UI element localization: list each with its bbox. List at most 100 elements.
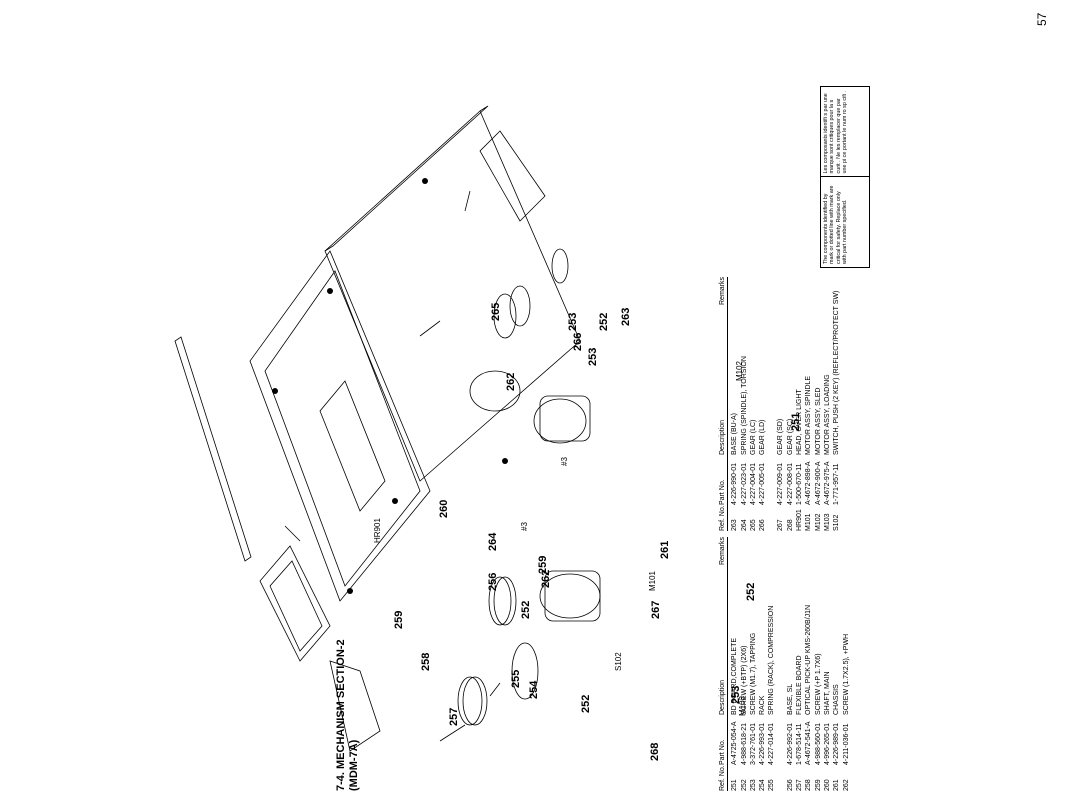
parts-cell-desc: OPTICAL PICK-UP KMS-260B/J1N [805, 604, 813, 715]
parts-cell-desc: MOTOR ASSY, LOADING [823, 374, 831, 455]
parts-list-right: Ref. No. Part No. Description Remarks 26… [718, 276, 842, 531]
parts-row: 256 4-226-992-01 BASE, SL [786, 537, 795, 791]
parts-cell-part: 4-227-014-01 [768, 722, 776, 765]
parts-cell-ref: 267 [777, 519, 785, 531]
parts-cell-part: 4-211-036-01 [842, 723, 850, 765]
header-remarks: Remarks [719, 536, 726, 565]
parts-cell-ref: 251 [731, 779, 739, 791]
parts-cell-desc: SCREW (+BTP) (2X6) [740, 645, 748, 715]
callout-268: 268 [649, 742, 661, 761]
parts-cell-ref: 253 [749, 779, 757, 791]
callout-252-a: 252 [580, 694, 592, 713]
callout-255: 255 [510, 669, 522, 688]
parts-cell-ref: 268 [786, 519, 794, 531]
parts-cell-ref: 260 [823, 779, 831, 791]
callout-258: 258 [420, 652, 432, 671]
parts-cell-part: 4-226-992-01 [786, 722, 794, 765]
safety-notice-fr: Les composants identifi s par une marque… [821, 87, 869, 178]
parts-cell-ref: M101 [805, 513, 813, 531]
parts-cell-desc: HEAD, OVER LIGHT [796, 389, 804, 455]
parts-cell-part: 1-771-957-11 [833, 463, 841, 505]
callout-256: 256 [487, 572, 499, 591]
callout-254: 254 [528, 680, 540, 699]
parts-cell-part: 4-226-990-01 [731, 462, 739, 505]
callout-265: 265 [490, 302, 502, 321]
parts-cell-ref: 259 [814, 779, 822, 791]
parts-cell-desc: GEAR (SC) [786, 418, 794, 455]
parts-row: S102 1-771-957-11 SWITCH, PUSH (2 KEY) (RE… [832, 277, 841, 531]
parts-cell-ref: 258 [805, 779, 813, 791]
parts-row: 261 4-226-989-01 CHASSIS [832, 537, 841, 791]
parts-cell-desc: SPRING (SPINDLE), TORSION [740, 356, 748, 455]
parts-cell-ref: 261 [833, 779, 841, 791]
parts-list-header: Ref. No. Part No. Description Remarks [718, 536, 729, 791]
parts-row: 268 4-227-008-01 GEAR (SC) [786, 277, 795, 531]
parts-cell-part: 4-227-004-01 [749, 462, 757, 505]
safety-notice-en: The components identified by mark or dot… [823, 185, 849, 265]
mechanism-drawing [174, 105, 601, 752]
parts-cell-part: 4-988-560-01 [814, 722, 822, 765]
header-desc: Description [719, 679, 726, 715]
parts-cell-ref: 256 [786, 779, 794, 791]
page-number: 57 [1035, 12, 1049, 26]
parts-cell-desc: MOTOR ASSY, SLED [814, 387, 822, 455]
parts-cell-part: A-4672-975-A [823, 461, 831, 505]
parts-cell-desc: FLEXIBLE BOARD [796, 655, 804, 715]
parts-cell-part: 4-226-993-01 [759, 722, 767, 765]
parts-row: 262 4-211-036-01 SCREW (1.7X2.5), +PWH [842, 537, 851, 791]
parts-cell-desc: GEAR (SD) [777, 418, 785, 455]
parts-cell-ref: 266 [759, 519, 767, 531]
parts-cell-desc: GEAR (LC) [749, 419, 757, 455]
parts-cell-desc: BASE, SL [786, 683, 794, 715]
label-hash3-a: #3 [560, 457, 569, 466]
parts-cell-ref: M103 [823, 513, 831, 531]
label-m101: M101 [648, 570, 657, 591]
parts-cell-desc: CHASSIS [833, 684, 841, 715]
parts-cell-ref: 262 [842, 779, 850, 791]
parts-list-left: Ref. No. Part No. Description Remarks 25… [718, 536, 851, 791]
parts-cell-ref: S102 [833, 514, 841, 531]
parts-cell-desc: GEAR (LD) [759, 419, 767, 455]
parts-cell-desc: SHAFT, MAIN [823, 671, 831, 715]
parts-cell-desc: SPRING (RACK), COMPRESSION [768, 605, 776, 715]
parts-cell-ref: M102 [814, 513, 822, 531]
parts-cell-desc: SCREW (M1.7), TAPPING [749, 632, 757, 715]
callout-266: 266 [572, 332, 584, 351]
parts-cell-part: 4-226-989-01 [833, 722, 841, 765]
parts-cell-desc: SCREW (+P 1.7X6) [814, 653, 822, 715]
parts-cell-ref: 252 [740, 779, 748, 791]
parts-list-header: Ref. No. Part No. Description Remarks [718, 276, 729, 531]
callout-253-c: 253 [587, 347, 599, 366]
parts-cell-ref: 263 [731, 519, 739, 531]
callout-253-b: 253 [567, 312, 579, 331]
header-ref: Ref. No. [719, 765, 726, 791]
callout-262-a: 262 [540, 569, 552, 588]
parts-cell-desc: SCREW (1.7X2.5), +PWH [842, 633, 850, 715]
parts-cell-part: 4-227-008-01 [786, 462, 794, 505]
callout-259-top: 259 [393, 610, 405, 629]
callout-257: 257 [448, 707, 460, 726]
callout-264: 264 [487, 532, 499, 551]
callout-267: 267 [650, 600, 662, 619]
parts-cell-desc: SWITCH, PUSH (2 KEY) (REFLECT/PROTECT SW… [833, 290, 841, 455]
parts-cell-part: 4-227-023-01 [740, 462, 748, 505]
parts-cell-desc: RACK [759, 695, 767, 715]
parts-cell-ref: HR901 [796, 509, 804, 531]
